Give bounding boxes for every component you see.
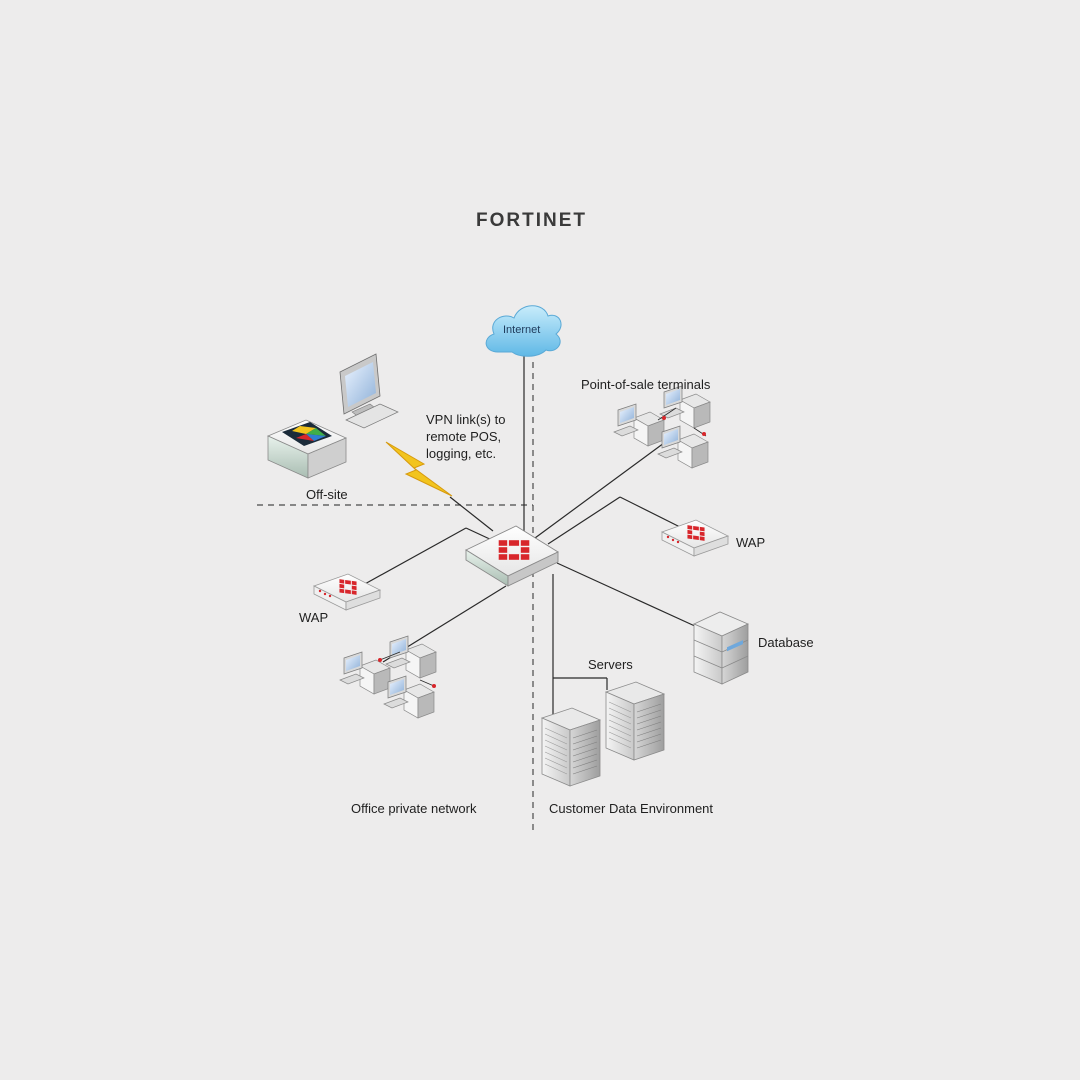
zone-boundaries (257, 362, 534, 830)
logo-wordmark: FORTINET (476, 210, 587, 231)
office-network-label: Office private network (351, 801, 477, 816)
server-icon (541, 707, 601, 787)
link-wap-left-b (362, 527, 467, 586)
offsite-computer-icon (339, 353, 399, 429)
link-vpn (449, 496, 494, 532)
database-icon (693, 611, 749, 685)
link-wap-right-a (547, 496, 621, 545)
vpn-label-line: VPN link(s) to (426, 412, 506, 427)
pos-label: Point-of-sale terminals (581, 377, 711, 392)
internet-label: Internet (503, 324, 540, 336)
wap-left-icon (314, 574, 380, 610)
offsite-label: Off-site (306, 487, 348, 502)
vpn-label-line: logging, etc. (426, 446, 497, 461)
servers-label: Servers (588, 657, 633, 672)
database-label: Database (758, 635, 814, 650)
pos-terminals-group (613, 385, 711, 469)
offsite-appliance-icon (266, 419, 348, 479)
office-computers-group (339, 635, 437, 719)
fortinet-logo: FORTINET (476, 210, 587, 231)
link-wap-right-b (619, 496, 683, 529)
office-computer-icon (383, 675, 435, 719)
link-database (556, 562, 698, 628)
wap-left-label: WAP (299, 610, 329, 625)
office-computer-icon (339, 651, 391, 695)
internet-cloud-icon: Internet (485, 305, 562, 357)
wap-right-label: WAP (736, 535, 766, 550)
link-pos (534, 442, 665, 539)
vpn-label-line: remote POS, (426, 429, 502, 444)
vpn-label: VPN link(s) to remote POS, logging, etc. (426, 411, 505, 462)
pos-computer-icon (613, 403, 665, 447)
server-icon (605, 681, 665, 761)
lightning-bolt-icon (385, 441, 453, 497)
cde-label: Customer Data Environment (549, 801, 714, 816)
wap-right-icon (662, 520, 728, 556)
firewall-icon (465, 525, 559, 587)
office-computer-icon (385, 635, 437, 679)
